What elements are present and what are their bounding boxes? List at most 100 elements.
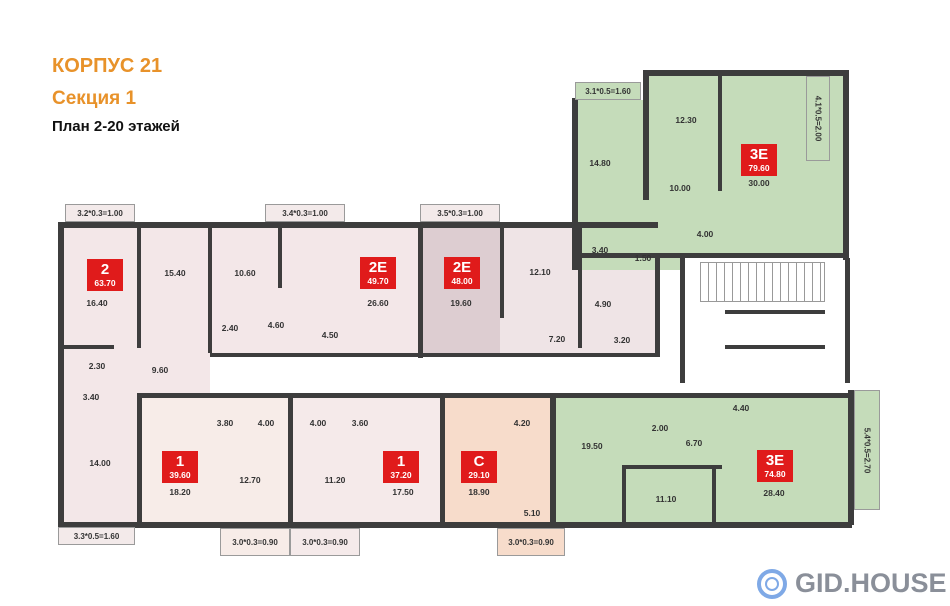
- wall: [578, 253, 848, 258]
- apartment-3e-74-zone[interactable]: [552, 395, 850, 525]
- room-area: 11.20: [324, 475, 346, 485]
- room-area: 26.60: [367, 298, 389, 308]
- balcony: 3.3*0.5=1.60: [58, 527, 135, 545]
- floor-plan-subtitle: План 2-20 этажей: [52, 118, 180, 135]
- room-area: 14.80: [589, 158, 611, 168]
- apartment-type: 2: [100, 261, 110, 278]
- room-area: 4.50: [321, 330, 339, 340]
- room-area: 3.80: [216, 418, 234, 428]
- apartment-type: 2E: [452, 259, 472, 276]
- apartment-2e-49-zone[interactable]: [210, 225, 420, 355]
- room-area: 7.20: [548, 334, 566, 344]
- wall: [578, 228, 582, 348]
- apartment-area: 29.10: [468, 470, 490, 480]
- apartment-area: 48.00: [451, 276, 473, 286]
- room-area: 12.10: [529, 267, 551, 277]
- wall: [58, 222, 658, 228]
- room-area: 9.60: [151, 365, 169, 375]
- wall: [500, 228, 504, 318]
- stair-wall: [725, 310, 825, 314]
- balcony: 3.0*0.3=0.90: [290, 528, 360, 556]
- apartment-1-39-zone[interactable]: [137, 395, 290, 525]
- room-area: 4.00: [696, 229, 714, 239]
- wall: [848, 390, 854, 525]
- section-title: Секция 1: [52, 88, 137, 109]
- apartment-type: 2E: [368, 259, 388, 276]
- room-area: 4.60: [267, 320, 285, 330]
- wall: [718, 76, 722, 191]
- apartment-area: 49.70: [367, 276, 389, 286]
- balcony-label: 4.1*0.5=2.00: [813, 95, 823, 142]
- wall: [845, 258, 850, 383]
- room-area: 17.50: [392, 487, 414, 497]
- room-area: 19.50: [581, 441, 603, 451]
- wall: [552, 522, 852, 528]
- wall: [622, 465, 626, 525]
- logo-ring-icon: [757, 568, 787, 599]
- room-area: 11.10: [655, 494, 677, 504]
- balcony: 4.1*0.5=2.00: [806, 76, 830, 161]
- wall: [843, 70, 849, 260]
- room-area: 4.00: [309, 418, 327, 428]
- wall: [137, 228, 141, 348]
- wall: [278, 228, 282, 288]
- wall: [440, 395, 445, 525]
- apartment-area: 37.20: [390, 470, 412, 480]
- room-area: 6.70: [685, 438, 703, 448]
- balcony: 3.2*0.3=1.00: [65, 204, 135, 222]
- balcony: 3.5*0.3=1.00: [420, 204, 500, 222]
- apartment-type: 3E: [749, 146, 769, 163]
- room-area: 4.40: [732, 403, 750, 413]
- apartment-area: 63.70: [94, 278, 116, 288]
- wall: [643, 70, 649, 200]
- room-area: 10.60: [234, 268, 256, 278]
- room-area: 18.90: [468, 487, 490, 497]
- room-area: 5.10: [523, 508, 541, 518]
- room-area: 15.40: [164, 268, 186, 278]
- apartment-type: 3E: [765, 452, 785, 469]
- room-area: 30.00: [748, 178, 770, 188]
- wall: [210, 353, 660, 357]
- balcony: 3.4*0.3=1.00: [265, 204, 345, 222]
- wall: [418, 228, 423, 358]
- room-area: 12.30: [675, 115, 697, 125]
- room-area: 18.20: [169, 487, 191, 497]
- room-area: 3.60: [351, 418, 369, 428]
- apartment-area: 74.80: [764, 469, 786, 479]
- wall: [58, 222, 64, 527]
- room-area: 2.00: [651, 423, 669, 433]
- room-area: 4.20: [513, 418, 531, 428]
- room-area: 2.30: [88, 361, 106, 371]
- room-area: 4.00: [257, 418, 275, 428]
- room-area: 14.00: [89, 458, 111, 468]
- room-area: 10.00: [669, 183, 691, 193]
- room-area: 3.40: [82, 392, 100, 402]
- staircase: [700, 262, 825, 302]
- apartment-type: C: [473, 453, 485, 470]
- wall: [137, 393, 142, 528]
- balcony: 3.0*0.3=0.90: [220, 528, 290, 556]
- gid-house-logo: GID.HOUSE: [757, 568, 947, 599]
- room-area: 19.60: [450, 298, 472, 308]
- logo-text: GID.HOUSE: [795, 568, 947, 598]
- room-area: 28.40: [763, 488, 785, 498]
- stair-wall: [725, 345, 825, 349]
- balcony-label: 5.4*0.5=2.70: [862, 427, 872, 473]
- room-area: 3.40: [591, 245, 609, 255]
- apartment-area: 39.60: [169, 470, 191, 480]
- room-area: 3.20: [613, 335, 631, 345]
- apartment-2e-48-zone[interactable]: [420, 225, 500, 355]
- wall: [288, 395, 293, 555]
- wall: [572, 98, 578, 270]
- room-area: 12.70: [239, 475, 261, 485]
- room-area: 1.50: [634, 253, 652, 263]
- room-area: 16.40: [86, 298, 108, 308]
